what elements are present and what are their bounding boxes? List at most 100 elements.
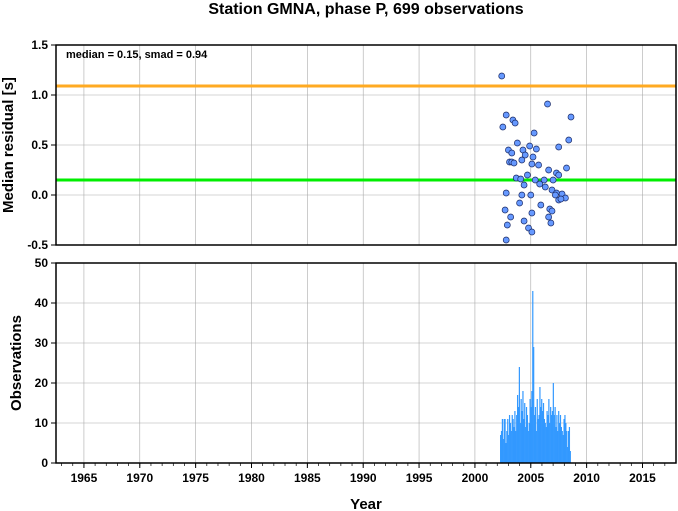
observation-bar (532, 291, 534, 463)
observation-bar (566, 431, 568, 463)
residual-point (528, 160, 536, 168)
observation-bar (562, 435, 564, 463)
residual-point (548, 207, 556, 215)
residual-point (518, 191, 526, 199)
observation-bar (508, 415, 511, 463)
x-tick-label: 1990 (350, 471, 377, 485)
observation-bar (541, 399, 543, 463)
residual-point (521, 151, 529, 159)
observation-bar (558, 411, 560, 463)
observation-bar (530, 407, 532, 463)
x-tick-label: 1965 (71, 471, 98, 485)
residual-point (530, 129, 538, 137)
residual-point (507, 213, 515, 221)
observation-bar (516, 415, 518, 463)
residual-point (563, 164, 570, 172)
observation-bar (512, 419, 514, 463)
observation-bar (505, 443, 507, 463)
residual-point (533, 145, 540, 153)
observation-bar (518, 367, 520, 463)
residual-point (528, 228, 536, 236)
bottom-plot-frame (55, 262, 677, 464)
observation-bar (542, 403, 545, 463)
observation-bar (548, 399, 550, 463)
observation-bar (513, 427, 515, 463)
residual-point (501, 206, 509, 214)
residual-point (526, 142, 534, 150)
observation-bar (510, 431, 512, 463)
residual-point (565, 136, 573, 144)
bottom-y-axis-label: Observations (8, 315, 25, 411)
x-tick-label: 1985 (294, 471, 321, 485)
residual-point (567, 113, 575, 121)
residual-point (547, 219, 555, 227)
x-tick-label: 2015 (629, 471, 656, 485)
observation-bar (515, 431, 517, 463)
y-tick-label: 0 (41, 456, 48, 470)
observation-bar (533, 347, 535, 463)
observation-bar (565, 423, 567, 463)
y-tick-label: 1.0 (31, 88, 48, 102)
observation-bar (543, 419, 546, 463)
y-tick-label: 10 (35, 416, 49, 430)
observation-bar (538, 415, 540, 463)
observation-bar (560, 427, 562, 463)
observation-bar (533, 415, 536, 463)
y-tick-label: 50 (35, 256, 49, 270)
observation-bar (514, 411, 516, 463)
x-tick-label: 2010 (573, 471, 600, 485)
x-tick-label: 2005 (517, 471, 544, 485)
top-y-axis-label: Median residual [s] (0, 77, 17, 213)
residual-points (498, 72, 575, 244)
observation-bar (569, 451, 571, 463)
residual-point (503, 221, 511, 229)
top-reference-lines (56, 84, 676, 182)
observation-bar (507, 419, 509, 463)
residual-point (545, 166, 552, 174)
observation-bar (551, 411, 554, 463)
observation-bar (517, 407, 520, 463)
residual-point (520, 181, 528, 189)
residual-point (549, 176, 557, 184)
observation-bar (550, 415, 553, 463)
observation-bar (567, 431, 570, 463)
median-annotation: median = 0.15, smad = 0.94 (66, 49, 208, 61)
residual-point (555, 171, 563, 179)
observation-bar (559, 415, 562, 463)
observation-bars (500, 291, 571, 463)
top-y-ticks: 1.51.00.50.0-0.5 (27, 38, 56, 252)
residual-point (502, 236, 510, 244)
x-tick-label: 1980 (238, 471, 265, 485)
y-tick-label: 0.5 (31, 138, 48, 152)
residual-point (502, 189, 510, 197)
observation-bar (564, 415, 566, 463)
bottom-grid (56, 262, 676, 464)
observation-bar (501, 419, 503, 463)
x-tick-label: 1995 (406, 471, 433, 485)
observation-bar (535, 431, 537, 463)
observation-bar (567, 447, 569, 463)
observation-bar (545, 427, 547, 463)
residual-point (520, 217, 528, 225)
observation-bar (529, 399, 531, 463)
observation-bar (540, 407, 542, 463)
observation-bar (500, 431, 503, 463)
residual-point (529, 153, 537, 161)
observation-bar (525, 427, 527, 463)
observation-bar (502, 439, 504, 463)
residual-point (545, 213, 552, 221)
residual-point (536, 180, 544, 188)
observation-bar (547, 415, 549, 463)
observation-bar (508, 435, 510, 463)
observation-bar (552, 383, 554, 463)
observation-bar (542, 411, 544, 463)
x-tick-label: 1970 (126, 471, 153, 485)
observation-bar (550, 407, 552, 463)
residual-point (510, 159, 518, 167)
observation-bar (531, 391, 533, 463)
x-tick-label: 1975 (182, 471, 209, 485)
top-grid (56, 44, 676, 246)
residual-point (524, 171, 531, 179)
